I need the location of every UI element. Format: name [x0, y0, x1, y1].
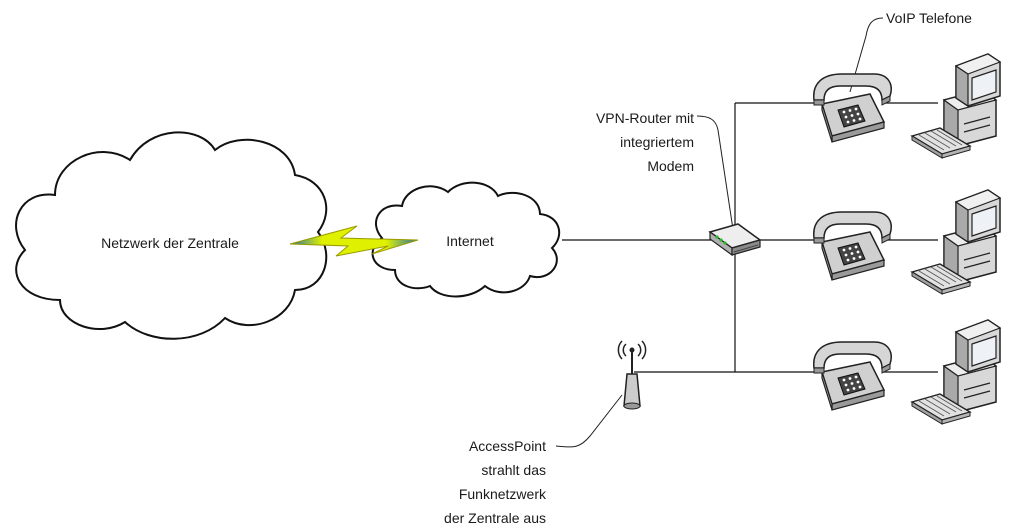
internet-cloud-label: Internet: [446, 233, 494, 249]
accesspoint-label: AccessPoint strahlt das Funknetzwerk der…: [380, 434, 546, 530]
accesspoint-label-line: strahlt das: [481, 462, 546, 478]
router-label-line: integriertem: [620, 134, 694, 150]
access-point-icon: [617, 340, 647, 410]
desktop-computer-icon: [911, 189, 1001, 295]
router-label-line: VPN-Router mit: [595, 110, 694, 126]
desk-phone-icon: [812, 211, 892, 281]
desk-phone-icon: [812, 341, 892, 411]
internet-cloud: [371, 181, 561, 298]
voip-label: VoIP Telefone: [886, 10, 972, 26]
router-label: VPN-Router mit integriertem Modem: [560, 106, 694, 178]
callout-lines: [555, 17, 884, 448]
accesspoint-label-line: der Zentrale aus: [444, 510, 546, 526]
accesspoint-label-line: Funknetzwerk: [458, 486, 546, 502]
accesspoint-label-line: AccessPoint: [468, 438, 546, 454]
lightning-bolt: [289, 225, 419, 257]
hq-cloud-label: Netzwerk der Zentrale: [101, 235, 239, 251]
router-icon: [708, 223, 762, 257]
router-label-line: Modem: [647, 158, 694, 174]
desk-phone-icon: [812, 73, 892, 143]
desktop-computer-icon: [911, 53, 1001, 159]
hq-cloud: [15, 131, 328, 340]
